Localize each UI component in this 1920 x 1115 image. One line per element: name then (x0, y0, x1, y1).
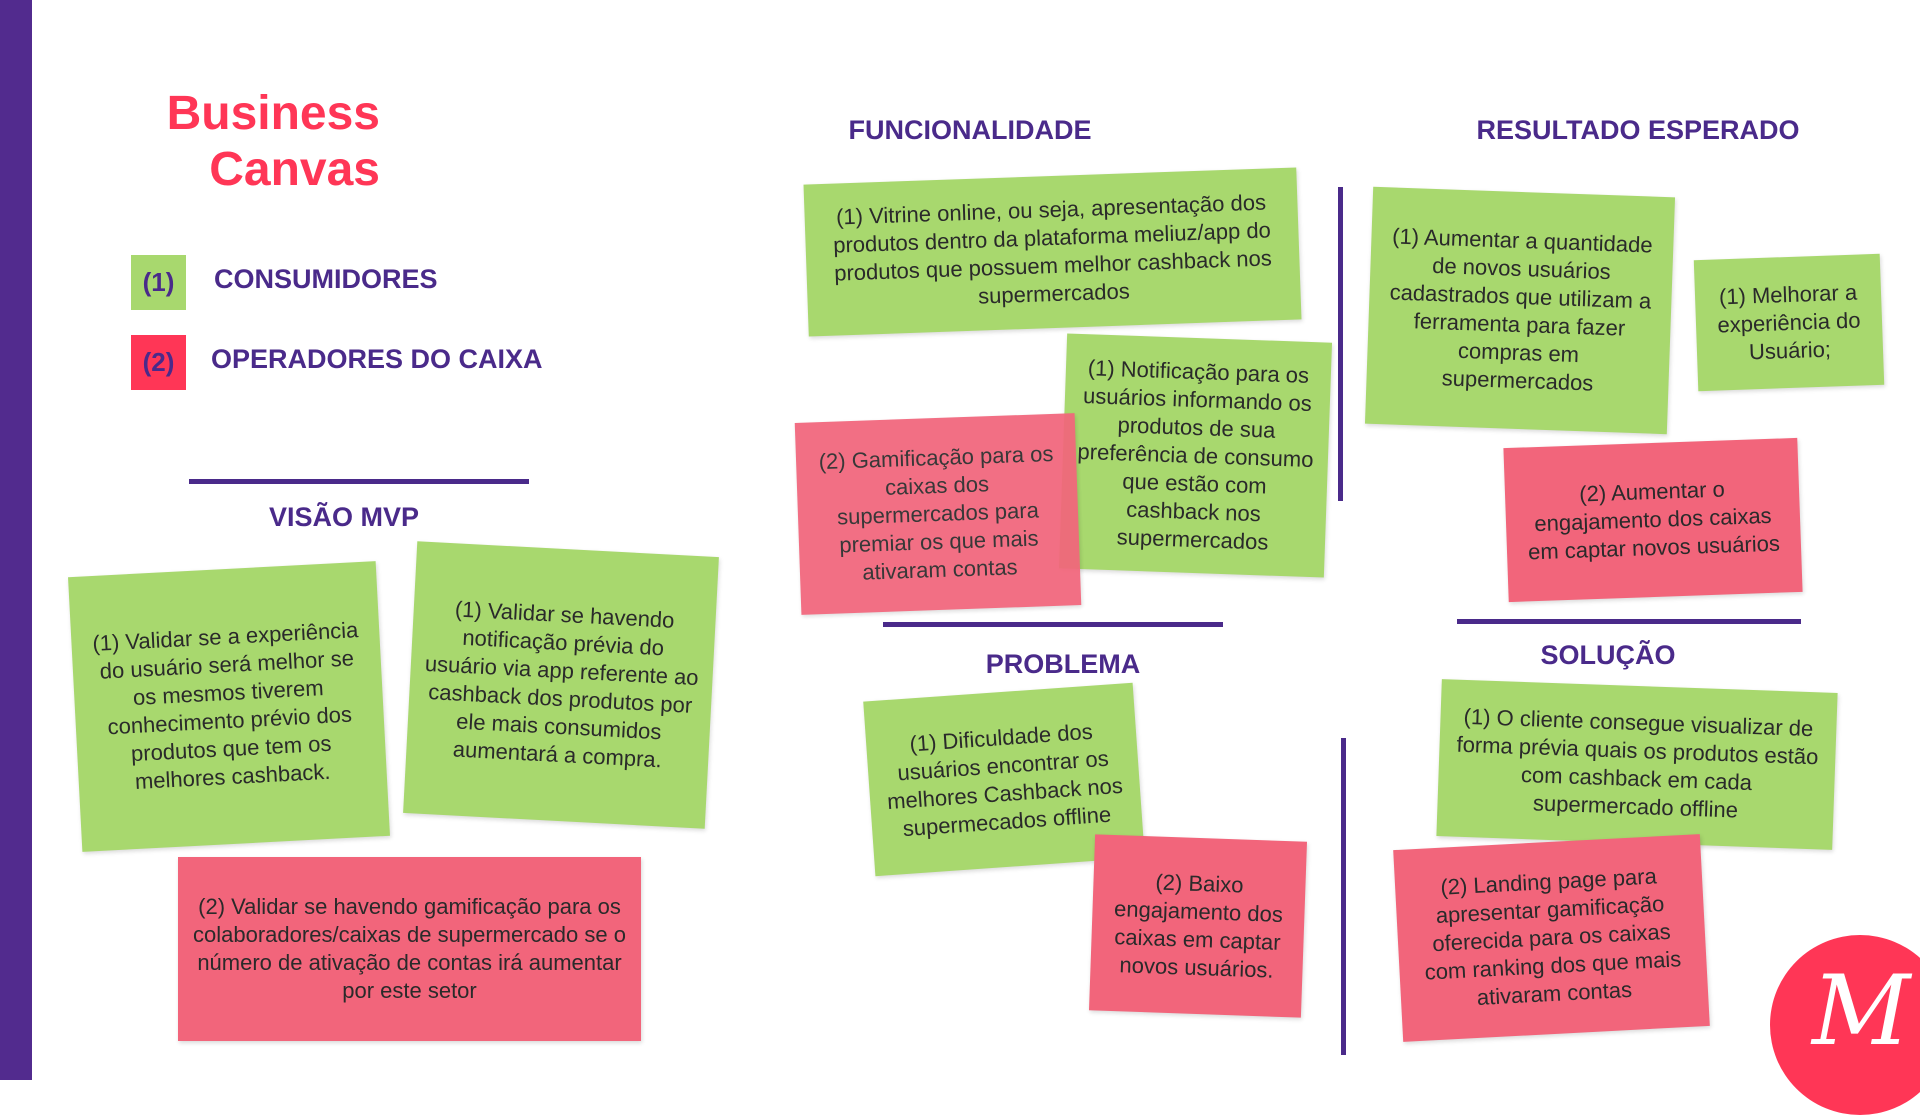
sticky-note: (2) Baixo engajamento dos caixas em capt… (1088, 834, 1308, 1018)
left-accent-bar (0, 0, 32, 1080)
sticky-note: (1) Validar se havendo notificação prévi… (403, 541, 719, 829)
sticky-note: (2) Aumentar o engajamento dos caixas em… (1503, 437, 1803, 603)
sticky-note: (1) Validar se a experiência do usuário … (68, 561, 390, 852)
section-resultado-esperado: RESULTADO ESPERADO (1476, 115, 1800, 145)
sticky-note: (2) Gamificação para os caixas dos super… (794, 413, 1082, 615)
section-funcionalidade: FUNCIONALIDADE (848, 115, 1092, 145)
sticky-note: (2) Landing page para apresentar gamific… (1393, 834, 1710, 1042)
sticky-note: (2) Validar se havendo gamificação para … (178, 857, 641, 1041)
sticky-note: (1) Notificação para os usuários informa… (1058, 333, 1333, 578)
sticky-note: (1) O cliente consegue visualizar de for… (1436, 679, 1838, 850)
legend-label-operadores: OPERADORES DO CAIXA (211, 344, 543, 374)
sticky-note: (1) Melhorar a experiência do Usuário; (1693, 253, 1885, 392)
divider (1338, 187, 1343, 501)
section-solucao: SOLUÇÃO (1540, 640, 1676, 670)
section-problema: PROBLEMA (985, 649, 1141, 679)
legend-marker-consumidores: (1) (131, 255, 186, 310)
divider (1457, 619, 1801, 624)
meliuz-logo: M (1770, 935, 1920, 1115)
divider (883, 622, 1223, 627)
legend-marker-operadores: (2) (131, 335, 186, 390)
legend-label-consumidores: CONSUMIDORES (214, 264, 438, 294)
sticky-note: (1) Aumentar a quantidade de novos usuár… (1364, 186, 1676, 435)
sticky-note: (1) Vitrine online, ou seja, apresentaçã… (803, 167, 1302, 337)
divider (1341, 738, 1346, 1055)
divider (189, 479, 529, 484)
section-visao-mvp: VISÃO MVP (268, 502, 420, 532)
